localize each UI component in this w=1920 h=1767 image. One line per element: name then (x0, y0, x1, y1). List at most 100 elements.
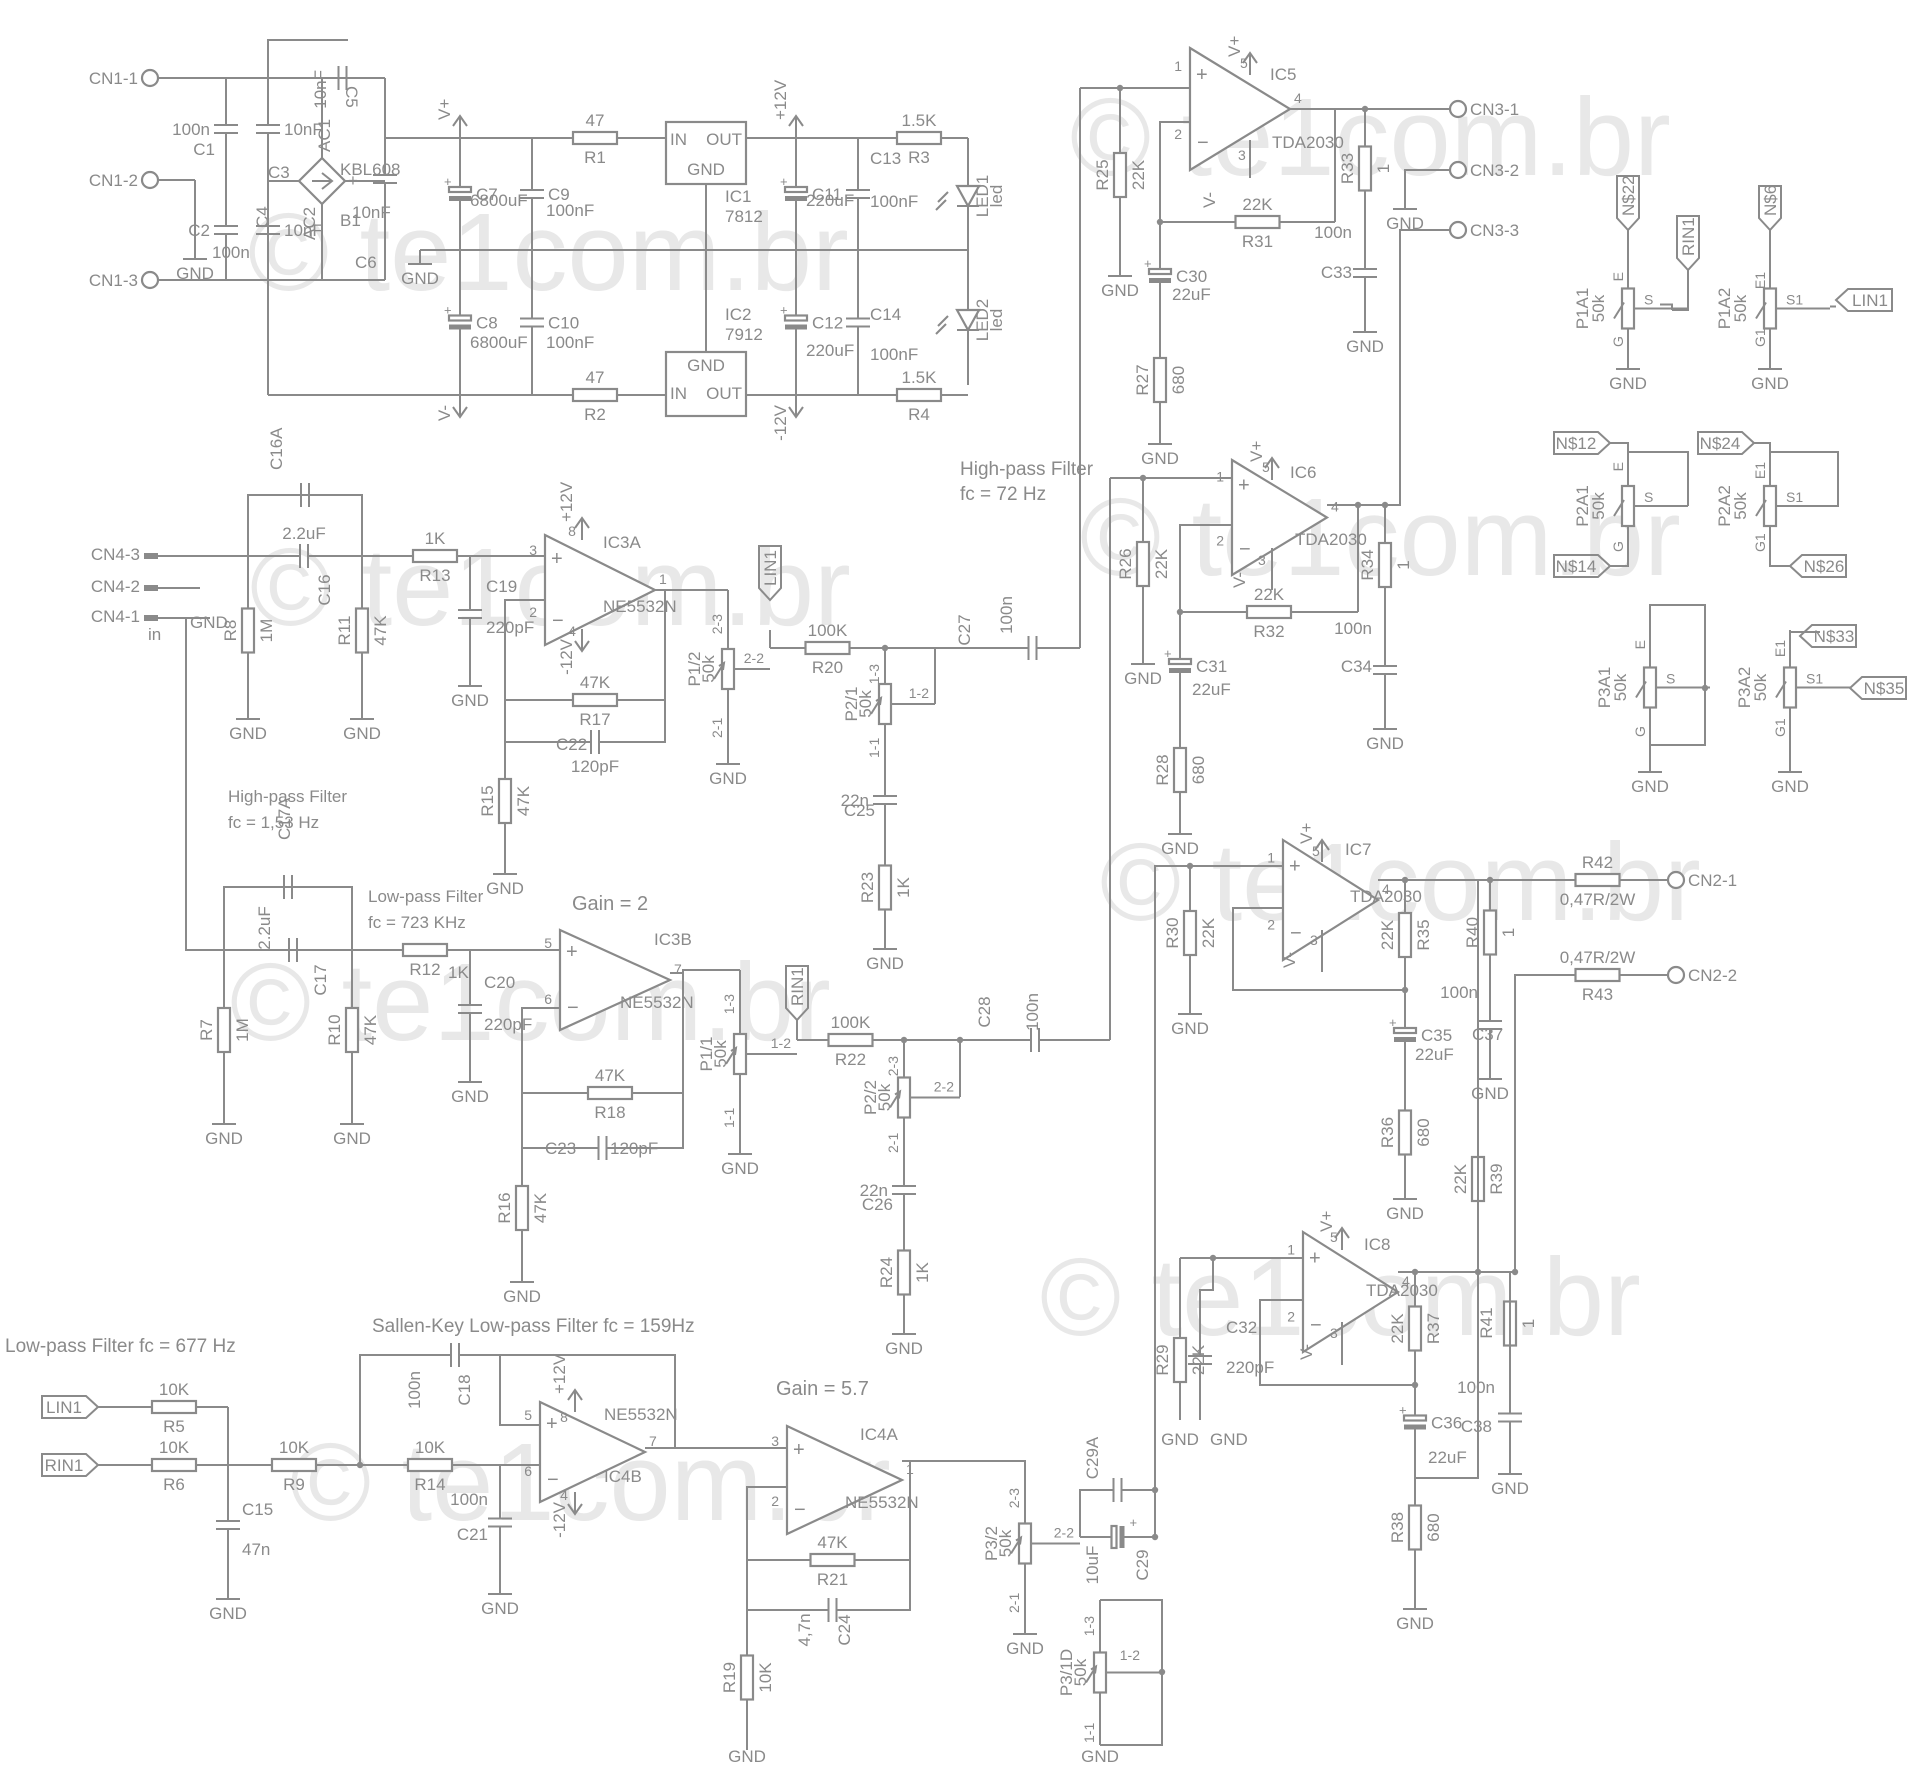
label: 3 (1310, 932, 1318, 948)
wire (875, 696, 883, 706)
label: 50k (711, 1040, 730, 1068)
wire (937, 191, 949, 203)
label: R29 (1153, 1344, 1172, 1375)
label: R21 (817, 1570, 848, 1589)
label: R22 (835, 1050, 866, 1069)
pin-label: G (1610, 541, 1626, 552)
label: 100n (1457, 1378, 1495, 1397)
resistor-body (150, 1457, 198, 1473)
wire (1016, 1460, 1026, 1472)
label: C38 (1461, 1417, 1492, 1436)
ground-label: GND (451, 1087, 489, 1106)
net-flag (1848, 676, 1907, 700)
pin-label: 1-1 (1081, 1723, 1097, 1743)
resistor-body (571, 387, 619, 403)
label: 10K (159, 1438, 190, 1457)
cap-plate (447, 314, 473, 322)
ground-label: GND (885, 1339, 923, 1358)
inverting-mark: − (794, 1499, 806, 1521)
label: TDA2030 (1350, 887, 1422, 906)
label: LIN1 (46, 1398, 82, 1417)
label: P2/2 (861, 1080, 880, 1115)
label: C5 (342, 86, 361, 108)
label: IC8 (1364, 1235, 1390, 1254)
label: 50k (1071, 1658, 1090, 1686)
wire (1775, 680, 1787, 699)
supply-arrow-up: +12V (550, 1353, 583, 1412)
label: 50k (1611, 673, 1630, 701)
label: 22uF (1415, 1045, 1454, 1064)
label: AC1 (315, 119, 334, 152)
rail-label: +12V (771, 79, 790, 120)
net-flag (1758, 185, 1782, 232)
label: 680 (1189, 756, 1208, 784)
label: 3 (1330, 1325, 1338, 1341)
wire (504, 599, 545, 742)
capacitor-C2: C2 (188, 180, 238, 280)
label: V- (1230, 572, 1249, 588)
opamp-IC8: +−124 (1287, 1230, 1410, 1354)
pin-label: S1 (1786, 292, 1803, 308)
cap-plate (449, 196, 471, 201)
capacitor-C29: + (1080, 1515, 1155, 1550)
label: LED1 (973, 175, 992, 218)
inverting-mark: − (1290, 923, 1302, 945)
wire (1242, 51, 1258, 64)
inverting-mark: − (547, 1469, 559, 1491)
opamp-IC4B: +−567 (524, 1400, 657, 1504)
label: P2A1 (1573, 485, 1592, 527)
label: GND (687, 356, 725, 375)
wire (1199, 1258, 1214, 1300)
resistor-body (1152, 356, 1168, 404)
label: 3 (1258, 552, 1266, 568)
label: 5 (1312, 843, 1320, 859)
resistor-body (1482, 909, 1498, 956)
label: N$35 (1864, 679, 1905, 698)
pin-number: 2 (1216, 533, 1224, 549)
opamp-body (785, 1424, 905, 1536)
pin-number: 2 (529, 604, 537, 620)
capacitor-C23 (545, 1136, 660, 1160)
ground-label: GND (1386, 214, 1424, 233)
label: R31 (1242, 232, 1273, 251)
wire (1755, 301, 1767, 320)
ground-label: GND (503, 1287, 541, 1306)
resistor-body (895, 130, 943, 146)
label: 1.5K (902, 368, 938, 387)
label: 2.2uF (255, 906, 274, 949)
capacitor-C37 (1478, 985, 1502, 1065)
resistor-body (497, 777, 513, 825)
ground-label: GND (1101, 281, 1139, 300)
label: 10nF (352, 203, 391, 222)
label: CN1-3 (89, 271, 138, 290)
capacitor-C3: 10nF (256, 78, 323, 180)
resistor-body (571, 130, 619, 146)
pin-number: 4 (1382, 881, 1390, 897)
label: 10nF (284, 120, 323, 139)
ground-label: GND (451, 691, 489, 710)
label: R1 (584, 148, 606, 167)
connector-CN3-2: CN3-2 (1448, 160, 1519, 180)
wire (935, 199, 947, 211)
label: R25 (1093, 159, 1112, 190)
cap-plate (1149, 278, 1171, 283)
cap-plate (785, 196, 807, 201)
label: 7912 (725, 325, 763, 344)
label: 47K (580, 673, 611, 692)
polarity-mark: + (1164, 646, 1172, 661)
label: IC7 (1345, 840, 1371, 859)
pin-label: 1-1 (866, 738, 882, 758)
label: C1 (193, 140, 215, 159)
resistor-body (1245, 604, 1293, 620)
label: IC4B (604, 1467, 642, 1486)
label: IC3B (654, 930, 692, 949)
label: V- (1297, 1344, 1316, 1360)
label: C16 (315, 574, 334, 605)
